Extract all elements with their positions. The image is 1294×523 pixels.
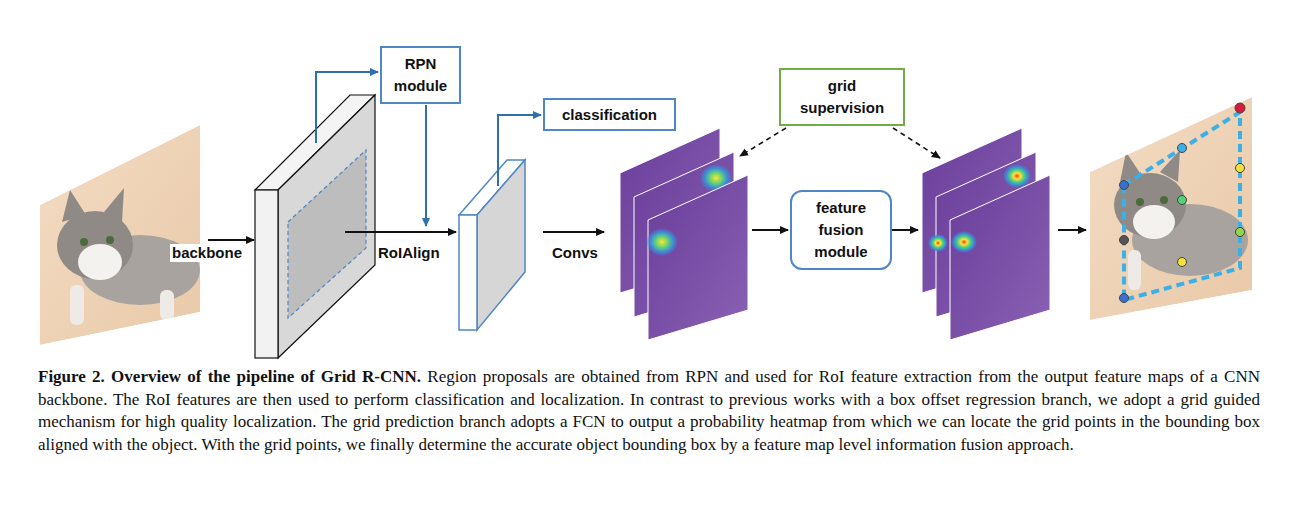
process-box: feature fusion module [790,190,892,270]
output-photo [1090,97,1252,320]
box-label: classification [558,102,661,128]
heatmap-stack [922,128,1050,340]
process-box: grid supervision [779,68,905,126]
caption-title: Figure 2. Overview of the pipeline of Gr… [38,367,421,386]
heatmap-stack [620,128,748,340]
figure-caption: Figure 2. Overview of the pipeline of Gr… [38,366,1260,456]
stage-label: RoIAlign [376,244,442,262]
box-label: grid supervision [781,73,903,121]
box-label: feature fusion module [792,195,890,265]
stage-label: Convs [550,244,600,262]
box-label: RPN module [382,51,459,99]
process-box: RPN module [380,46,461,104]
process-box: classification [543,98,676,131]
stage-label: backbone [170,244,244,262]
input-photo [40,125,200,345]
